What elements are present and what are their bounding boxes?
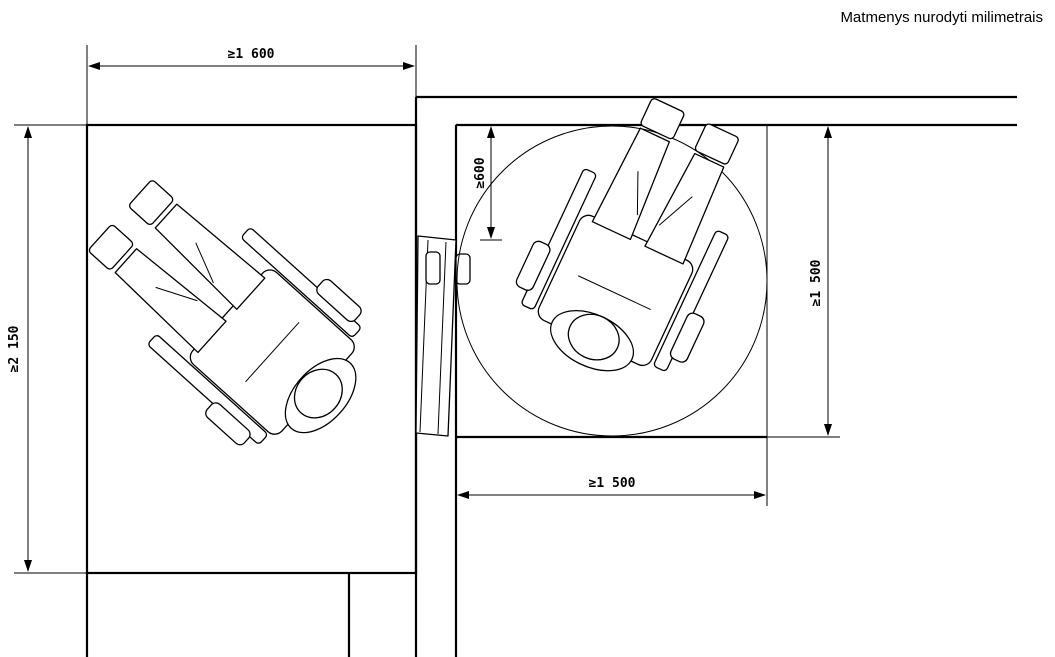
dimension-circle-clearance: ≥600 (473, 126, 502, 241)
dimension-right-height-label: ≥1 500 (809, 259, 824, 306)
door-handle-left (425, 251, 441, 285)
wheelchair-user-on-landing (515, 98, 739, 372)
door (415, 235, 471, 437)
units-note: Matmenys nurodyti milimetrais (840, 9, 1043, 26)
dimension-top-width: ≥1 600 (86, 45, 417, 125)
dimension-right-height: ≥1 500 (767, 126, 840, 438)
dimension-top-width-label: ≥1 600 (228, 47, 275, 62)
wheelchair-user-in-cabin (88, 180, 362, 446)
turning-circle (456, 125, 768, 437)
dimension-bottom-width-label: ≥1 500 (589, 476, 636, 491)
door-handle-right (455, 253, 471, 285)
dimension-bottom-width: ≥1 500 (457, 437, 768, 506)
dimension-left-height: ≥2 150 (7, 124, 87, 574)
dimension-circle-clearance-label: ≥600 (473, 157, 488, 188)
dimension-left-height-label: ≥2 150 (7, 325, 22, 372)
